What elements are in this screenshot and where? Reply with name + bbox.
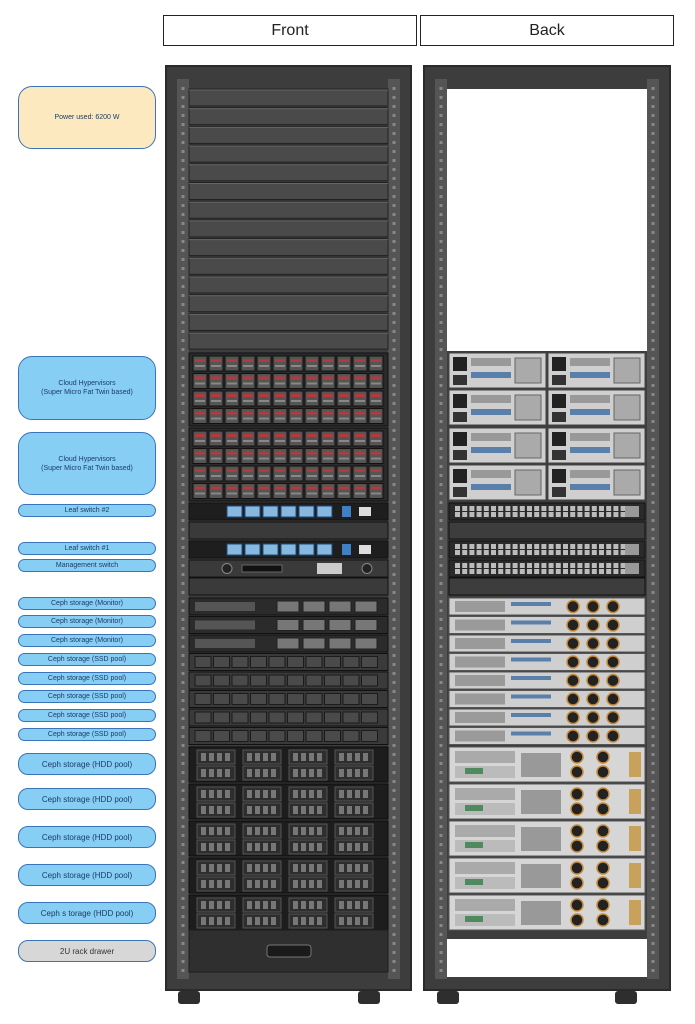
ceph-hdd-label-2-text: Ceph storage (HDD pool) [41, 794, 133, 804]
ceph-ssd-label-2-text: Ceph storage (SSD pool) [47, 675, 127, 682]
ceph-ssd-label-3-text: Ceph storage (SSD pool) [47, 693, 127, 700]
back-empty-space [447, 89, 647, 351]
ceph-monitor-label-1: Ceph storage (Monitor) [18, 597, 156, 610]
back-ceph-hdd [448, 746, 646, 931]
leaf-switch-1-label-text: Leaf switch #1 [64, 545, 110, 552]
ceph-ssd-label-1: Ceph storage (SSD pool) [18, 653, 156, 666]
back-rack-equipment [435, 79, 659, 979]
rack-drawer-label-text: 2U rack drawer [59, 946, 115, 956]
front-foot-left [178, 991, 200, 1004]
ceph-monitor-label-2-text: Ceph storage (Monitor) [51, 618, 123, 625]
back-header: Back [420, 15, 674, 46]
back-rail-holes [439, 87, 655, 972]
ceph-monitor-label-3-text: Ceph storage (Monitor) [51, 637, 123, 644]
ceph-ssd-label-1-text: Ceph storage (SSD pool) [47, 656, 127, 663]
ceph-hdd-label-2: Ceph storage (HDD pool) [18, 788, 156, 810]
back-foot-left [437, 991, 459, 1004]
ceph-ssd-label-4: Ceph storage (SSD pool) [18, 709, 156, 722]
front-blank-panels [188, 88, 389, 350]
rack-drawer-label: 2U rack drawer [18, 940, 156, 962]
power-label-text: Power used: 6200 W [54, 114, 120, 121]
back-switches [448, 502, 646, 596]
ceph-hdd-label-4: Ceph storage (HDD pool) [18, 864, 156, 886]
leaf-switch-2-label: Leaf switch #2 [18, 504, 156, 517]
drawer-handle [266, 944, 312, 958]
cloud-hypervisors-label-1-text: Cloud Hypervisors (Super Micro Fat Twin … [41, 380, 133, 396]
cloud-hypervisors-label-1: Cloud Hypervisors (Super Micro Fat Twin … [18, 356, 156, 420]
ceph-ssd-label-2: Ceph storage (SSD pool) [18, 672, 156, 685]
front-hypervisors [188, 352, 389, 502]
ceph-hdd-label-5-text: Ceph s torage (HDD pool) [40, 908, 134, 918]
power-label: Power used: 6200 W [18, 86, 156, 149]
front-drawer [188, 929, 389, 973]
back-drawer-space [447, 939, 647, 977]
ceph-ssd-label-3: Ceph storage (SSD pool) [18, 690, 156, 703]
ceph-hdd-label-1: Ceph storage (HDD pool) [18, 753, 156, 775]
ceph-hdd-label-3: Ceph storage (HDD pool) [18, 826, 156, 848]
front-switches [188, 502, 389, 596]
ceph-monitor-label-3: Ceph storage (Monitor) [18, 634, 156, 647]
back-ceph-1u [448, 597, 646, 745]
back-header-text: Back [529, 21, 565, 39]
front-rack [165, 65, 412, 991]
ceph-hdd-label-1-text: Ceph storage (HDD pool) [41, 759, 133, 769]
management-switch-label: Management switch [18, 559, 156, 572]
leaf-switch-1-label: Leaf switch #1 [18, 542, 156, 555]
front-ceph-1u [188, 597, 389, 745]
back-foot-right [615, 991, 637, 1004]
management-switch-label-text: Management switch [55, 562, 119, 569]
front-header-text: Front [271, 21, 309, 39]
ceph-monitor-label-2: Ceph storage (Monitor) [18, 615, 156, 628]
ceph-ssd-label-5-text: Ceph storage (SSD pool) [47, 731, 127, 738]
back-rack [423, 65, 671, 991]
front-foot-right [358, 991, 380, 1004]
ceph-ssd-label-5: Ceph storage (SSD pool) [18, 728, 156, 741]
ceph-ssd-label-4-text: Ceph storage (SSD pool) [47, 712, 127, 719]
ceph-hdd-label-5: Ceph s torage (HDD pool) [18, 902, 156, 924]
ceph-hdd-label-3-text: Ceph storage (HDD pool) [41, 832, 133, 842]
cloud-hypervisors-label-2: Cloud Hypervisors (Super Micro Fat Twin … [18, 432, 156, 495]
cloud-hypervisors-label-2-text: Cloud Hypervisors (Super Micro Fat Twin … [41, 455, 133, 472]
front-ceph-hdd [188, 746, 389, 931]
front-header: Front [163, 15, 417, 46]
front-rack-equipment [177, 79, 400, 979]
back-hypervisors [448, 352, 646, 501]
front-rail-holes [181, 87, 396, 972]
ceph-hdd-label-4-text: Ceph storage (HDD pool) [41, 870, 133, 880]
ceph-monitor-label-1-text: Ceph storage (Monitor) [51, 600, 123, 607]
leaf-switch-2-label-text: Leaf switch #2 [64, 507, 110, 514]
